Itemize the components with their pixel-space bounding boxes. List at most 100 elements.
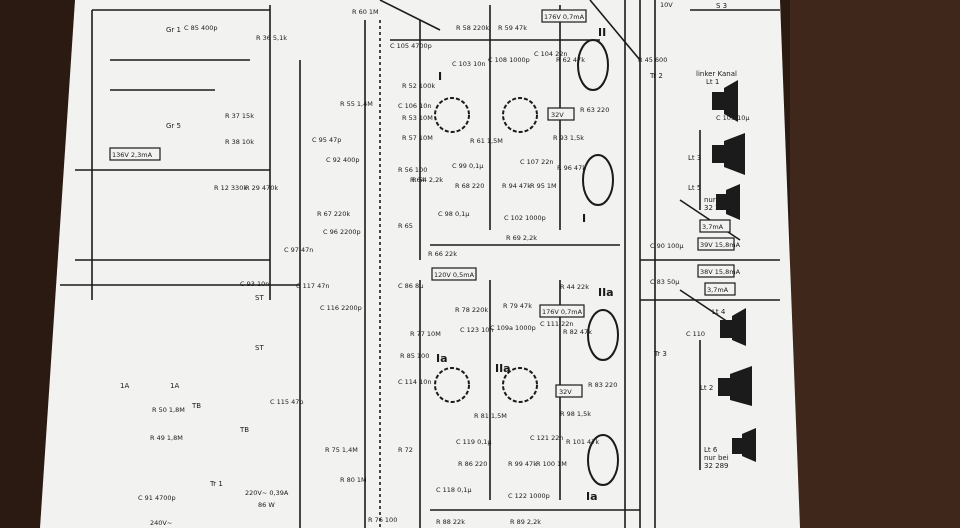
voltage-label: 32V <box>551 111 564 119</box>
capacitor-label: C 111 22n <box>540 320 573 328</box>
part-label: TB <box>239 426 249 434</box>
resistor-label: R 77 10M <box>410 330 441 338</box>
capacitor-label: C 122 1000p <box>508 492 550 500</box>
speaker-lt2 <box>718 378 730 396</box>
speaker-lt1-cone <box>724 80 738 122</box>
resistor-label: R 78 220k <box>455 306 488 314</box>
speaker-lt1 <box>712 92 724 110</box>
resistor-label: R 86 220 <box>458 460 487 468</box>
capacitor-label: C 121 22n <box>530 434 563 442</box>
tube-II-upper <box>502 97 538 133</box>
tube-I-upper <box>434 97 470 133</box>
voltage-label: 136V 2,3mA <box>112 151 153 159</box>
speaker-lt3-cone <box>726 184 740 220</box>
part-label: S 3 <box>716 2 727 10</box>
capacitor-label: C 123 10n <box>460 326 493 334</box>
resistor-label: R 95 1M <box>530 182 557 190</box>
speaker-lt4 <box>720 320 732 338</box>
resistor-label: R 62 47k <box>556 56 585 64</box>
tube-symbols <box>434 39 619 486</box>
resistor-label: R 64 <box>410 176 425 184</box>
speakers <box>712 80 756 462</box>
tube-label: II <box>598 26 606 39</box>
light-reflection <box>790 0 960 528</box>
note-label: 1A <box>170 382 179 390</box>
capacitor-label: C 117 47n <box>296 282 329 290</box>
voltage-label: 39V 15,8mA <box>700 241 741 249</box>
resistor-label: R 55 1,4M <box>340 100 373 108</box>
capacitor-label: C 108 1000p <box>488 56 530 64</box>
capacitor-label: C 104 22n <box>534 50 567 58</box>
voltage-boxes <box>109 9 736 398</box>
voltage-label: 86 W <box>258 501 275 509</box>
capacitor-label: C 93 10n <box>240 280 269 288</box>
resistor-label: R 65 <box>398 222 413 230</box>
capacitor-label: C 92 400p <box>326 156 359 164</box>
capacitor-label: C 86 8µ <box>398 282 423 290</box>
speaker-lt5-cone <box>724 133 745 175</box>
note-label: 32 298 <box>704 204 729 212</box>
resistor-label: R 57 10M <box>402 134 433 142</box>
resistor-label: R 58 220k <box>456 24 489 32</box>
capacitor-label: C 115 47p <box>270 398 303 406</box>
voltage-label: 240V~ <box>150 519 172 527</box>
part-label: Gr 5 <box>166 122 181 130</box>
resistor-label: R 29 470k <box>245 184 278 192</box>
resistor-label: R 54 2,2k <box>412 176 443 184</box>
voltage-label: 10V <box>660 1 673 9</box>
voltage-label: 176V 0,7mA <box>542 308 583 316</box>
paper-sheet <box>40 0 800 528</box>
capacitor-label: C 109a 1000p <box>490 324 536 332</box>
capacitor-label: C 106 10n <box>398 102 431 110</box>
resistor-label: R 63 220 <box>580 106 609 114</box>
resistor-label: R 67 220k <box>317 210 350 218</box>
capacitor-label: C 83 50µ <box>650 278 679 286</box>
capacitor-label: C 114 10n <box>398 378 431 386</box>
speaker-lt3 <box>716 194 726 210</box>
capacitor-label: C 116 2200p <box>320 304 362 312</box>
resistor-label: R 101 47k <box>566 438 599 446</box>
part-label: Lt 5 <box>688 184 701 192</box>
vbox <box>555 384 583 398</box>
resistor-label: R 60 1M <box>352 8 379 16</box>
vbox <box>697 237 735 251</box>
tube-Ia-power <box>587 434 619 486</box>
capacitor-label: C 110 <box>686 330 705 338</box>
resistor-label: R 82 47k <box>563 328 592 336</box>
part-label: Tr 1 <box>209 480 223 488</box>
capacitor-label: C 96 2200p <box>323 228 361 236</box>
resistor-label: R 100 1M <box>536 460 567 468</box>
tube-II-power <box>577 39 609 91</box>
capacitor-label: C 118 0,1µ <box>436 486 472 494</box>
tube-I-power <box>582 154 614 206</box>
voltage-label: 3,7mA <box>702 223 724 231</box>
resistor-label: R 96 47k <box>557 164 586 172</box>
resistor-label: R 50 1,8M <box>152 406 185 414</box>
resistor-label: R 61 1,5M <box>470 137 503 145</box>
voltage-label: 32V <box>559 388 572 396</box>
part-label: Lt 2 <box>700 384 713 392</box>
tube-label: Ia <box>586 490 598 503</box>
part-label: Gr 1 <box>166 26 181 34</box>
part-label: Lt 6 <box>704 446 718 454</box>
voltage-label: 3,7mA <box>707 286 729 294</box>
tube-label: Ia <box>436 352 448 365</box>
resistor-label: R 93 1,5k <box>553 134 584 142</box>
resistor-label: R 75 1,4M <box>325 446 358 454</box>
vbox <box>697 264 735 278</box>
resistor-label: R 72 <box>398 446 413 454</box>
resistor-label: R 69 2,2k <box>506 234 537 242</box>
tube-IIa-power <box>587 309 619 361</box>
tube-IIa-lower <box>502 367 538 403</box>
vbox <box>699 219 731 233</box>
speaker-lt6 <box>732 438 742 454</box>
resistor-label: R 45 600 <box>638 56 667 64</box>
speaker-lt6-cone <box>742 428 756 462</box>
resistor-label: R 56 100 <box>398 166 427 174</box>
resistor-label: R 83 220 <box>588 381 617 389</box>
resistor-label: R 53 10M <box>402 114 433 122</box>
vbox <box>539 304 585 318</box>
vbox <box>704 282 736 296</box>
resistor-label: R 76 100 <box>368 516 397 524</box>
